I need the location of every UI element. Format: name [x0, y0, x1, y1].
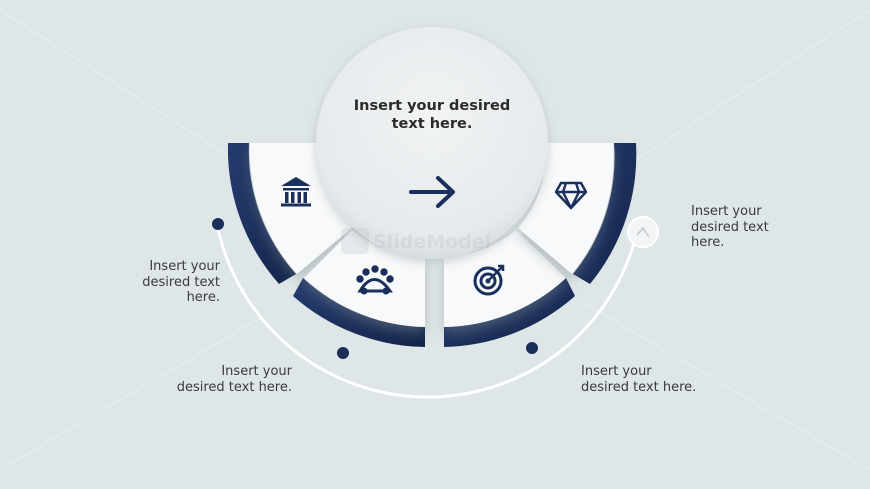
- segment-4[interactable]: [518, 143, 614, 274]
- label-bottom-right: Insert your desired text here.: [581, 364, 697, 395]
- chevron-icon: [636, 226, 650, 238]
- label-bottom-left: Insert your desired text here.: [176, 364, 292, 395]
- band-2: [293, 278, 425, 347]
- diamond-icon: [554, 181, 588, 210]
- label-right-top: Insert your desired text here.: [691, 204, 769, 250]
- segment-2[interactable]: [304, 230, 425, 327]
- band-4: [573, 143, 637, 284]
- bank-icon: [281, 177, 311, 207]
- segment-3[interactable]: [444, 230, 566, 327]
- target-icon: [473, 264, 505, 296]
- team-meeting-icon: [356, 265, 394, 295]
- band-3: [444, 278, 575, 347]
- progress-arc: [215, 223, 639, 399]
- watermark-text: SlideModel: [373, 231, 491, 253]
- marker-dot-1: [212, 218, 224, 230]
- marker-dot-3: [526, 342, 538, 354]
- arc-end-cap: [627, 216, 659, 248]
- center-circle: [316, 27, 548, 259]
- center-title: Insert your desired text here.: [353, 98, 511, 132]
- band-1: [227, 143, 296, 284]
- label-left-top: Insert your desired text here.: [142, 259, 220, 305]
- watermark: SlideModel: [341, 228, 491, 254]
- outer-bands: [227, 143, 637, 347]
- arrow-right-icon: [409, 176, 455, 208]
- segment-panels: [249, 143, 614, 327]
- marker-dot-2: [337, 347, 349, 359]
